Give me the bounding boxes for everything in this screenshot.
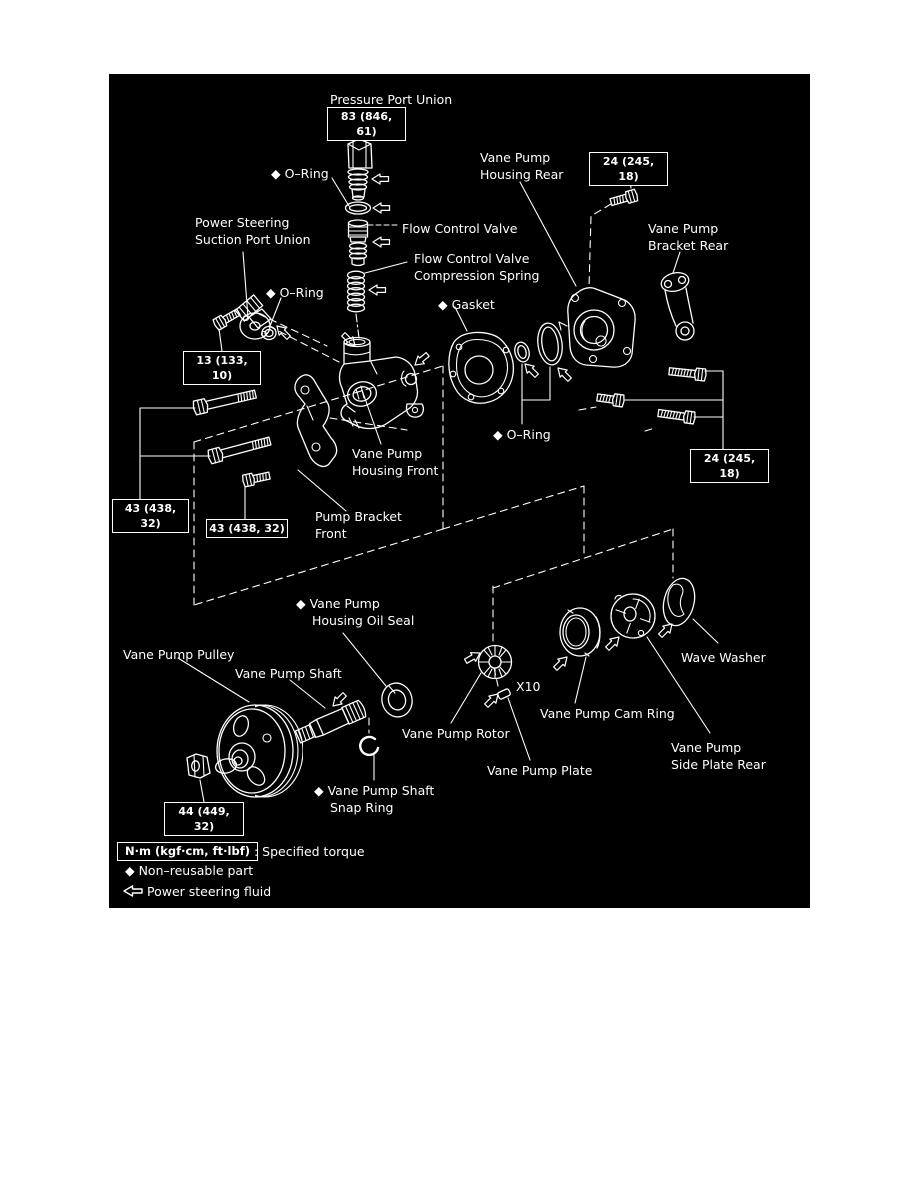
- label-bracket-rear: Vane Pump Bracket Rear: [648, 221, 729, 253]
- exploded-view-artwork: [139, 125, 724, 803]
- o-ring-large-drawing: [537, 322, 563, 366]
- label-housing-front: Vane Pump Housing Front: [352, 446, 439, 478]
- label-suction-port-union: Power Steering Suction Port Union: [195, 215, 311, 247]
- torque-box-83: 83 (846, 61): [327, 107, 406, 141]
- o-ring-small-drawing: [514, 341, 530, 363]
- label-compression-spring: Flow Control Valve Compression Spring: [414, 251, 540, 283]
- torque-box-43-mid: 43 (438, 32): [206, 519, 288, 538]
- pulley-drawing: [214, 704, 303, 798]
- torque-box-24-right: 24 (245, 18): [690, 449, 769, 483]
- oil-seal-drawing: [381, 682, 413, 718]
- fluid-arrow-icon: [123, 885, 143, 897]
- label-pump-bracket-front: Pump Bracket Front: [315, 509, 402, 541]
- label-plate: Vane Pump Plate: [487, 763, 593, 778]
- torque-box-13: 13 (133, 10): [183, 351, 261, 385]
- legend-fluid-text: Power steering fluid: [146, 884, 272, 899]
- pump-bracket-front-drawing: [294, 374, 338, 468]
- housing-rear-drawing: [558, 287, 636, 368]
- label-cam-ring: Vane Pump Cam Ring: [540, 706, 675, 721]
- label-gasket: ◆ Gasket: [438, 297, 495, 312]
- bolt-43-long-1-drawing: [191, 386, 258, 416]
- rotor-drawing: [477, 644, 513, 680]
- legend-non-reusable: ◆ Non–reusable part: [125, 863, 254, 878]
- bolt-24-top-drawing: [608, 188, 640, 209]
- suction-o-ring-drawing: [261, 325, 277, 341]
- pulley-nut-drawing: [186, 753, 211, 779]
- label-o-ring-left: ◆ O–Ring: [266, 285, 324, 300]
- snap-ring-drawing: [359, 735, 380, 757]
- bolt-24-right-2-drawing: [595, 390, 626, 408]
- label-oil-seal: ◆ Vane Pump Housing Oil Seal: [296, 596, 415, 628]
- compression-spring-drawing: [346, 270, 366, 313]
- label-o-ring-top: ◆ O–Ring: [271, 166, 329, 181]
- bolt-43-long-2-drawing: [206, 433, 273, 465]
- side-plate-rear-drawing: [610, 593, 656, 639]
- gasket-drawing: [448, 331, 515, 404]
- o-ring-bracket-line: [521, 363, 551, 425]
- torque-box-24-top: 24 (245, 18): [589, 152, 668, 186]
- label-snap-ring: ◆ Vane Pump Shaft Snap Ring: [314, 783, 435, 815]
- label-pressure-port-union: Pressure Port Union: [330, 92, 453, 107]
- label-o-ring-mid: ◆ O–Ring: [493, 427, 551, 442]
- leader-lines: [177, 177, 719, 781]
- label-shaft: Vane Pump Shaft: [235, 666, 342, 681]
- pressure-port-union-drawing: [347, 138, 373, 201]
- label-housing-rear: Vane Pump Housing Rear: [480, 150, 564, 182]
- exploded-view-panel: Pressure Port Union ◆ O–Ring Power Steer…: [109, 74, 810, 908]
- bolt-24-right-1-drawing: [667, 364, 708, 382]
- shaft-drawing: [294, 699, 367, 744]
- torque-box-43-left: 43 (438, 32): [112, 499, 189, 533]
- bolt-43-short-drawing: [241, 469, 272, 488]
- label-x10: X10: [516, 679, 541, 694]
- torque-connector-lines: [139, 125, 724, 803]
- bracket-rear-drawing: [660, 271, 695, 341]
- bolt-13-drawing: [211, 306, 243, 332]
- legend-torque-desc: : Specified torque: [254, 844, 365, 859]
- vane-plate-drawing: [497, 688, 511, 700]
- label-pulley: Vane Pump Pulley: [123, 647, 235, 662]
- label-rotor: Vane Pump Rotor: [402, 726, 510, 741]
- torque-box-44: 44 (449, 32): [164, 802, 244, 836]
- flow-control-valve-drawing: [347, 219, 369, 267]
- legend-fluid-row: Power steering fluid: [123, 884, 271, 899]
- wave-washer-drawing: [662, 577, 696, 627]
- label-wave-washer: Wave Washer: [681, 650, 766, 665]
- legend-torque-box: N·m (kgf·cm, ft·lbf): [117, 842, 258, 861]
- axis-lines: [355, 313, 360, 339]
- o-ring-top-drawing: [344, 201, 372, 215]
- label-side-plate-rear: Vane Pump Side Plate Rear: [671, 740, 766, 772]
- bolt-24-right-3-drawing: [656, 406, 697, 425]
- housing-front-drawing: [338, 336, 424, 430]
- label-flow-control-valve: Flow Control Valve: [402, 221, 518, 236]
- cam-ring-drawing: [559, 607, 601, 657]
